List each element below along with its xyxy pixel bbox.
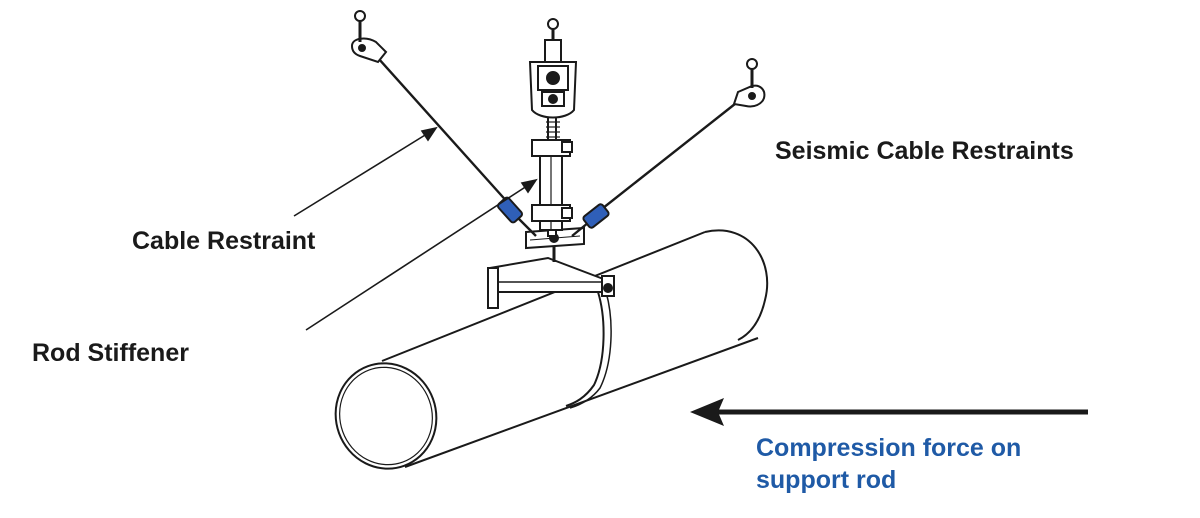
support-rod-assembly [528, 18, 578, 237]
rod-stiffener-label: Rod Stiffener [32, 339, 189, 367]
pipe-clamp [487, 240, 615, 409]
cable-left-wire [377, 57, 511, 206]
pipe-top-edge [381, 231, 706, 362]
compression-label-line2: support rod [756, 466, 897, 494]
clamp-bolt-icon [603, 283, 613, 293]
cable-left-sleeve [497, 196, 523, 224]
clamp-arm [488, 256, 614, 293]
rod-stiffener-leader [305, 183, 531, 331]
cable-right-wire [597, 99, 741, 213]
cable-restraint-right [571, 58, 766, 237]
leader-lines [293, 126, 538, 331]
rod-stiffener-arrowhead-icon [520, 178, 538, 194]
pipe [334, 229, 769, 470]
pipe-near-end [334, 362, 438, 470]
pipe-near-end-inner [339, 366, 433, 466]
seismic-cable-restraints-label: Seismic Cable Restraints [775, 137, 1074, 165]
cable-restraint-leader [293, 131, 431, 217]
cable-connector-bracket [525, 226, 585, 250]
top-anchor-nut [544, 39, 562, 63]
pipe-far-end [704, 229, 769, 341]
compression-label-line1: Compression force on [756, 434, 1022, 462]
clamp-band [565, 291, 605, 407]
pipe-body [382, 232, 765, 467]
pipe-bottom-edge [404, 337, 759, 468]
cable-left-anchor [350, 37, 388, 64]
compression-arrowhead-icon [690, 398, 724, 426]
clamp-band-inner [569, 291, 612, 409]
clamp-ear-left [487, 267, 499, 309]
compression-force-label: Compression force on support rod [756, 432, 1136, 496]
cable-restraint-left [350, 10, 537, 237]
top-anchor-ring-icon [547, 18, 559, 30]
cable-left-anchor-ring-icon [354, 10, 366, 22]
cable-restraint-arrowhead-icon [420, 126, 438, 142]
cable-restraint-label: Cable Restraint [132, 227, 316, 255]
cable-right-sleeve [582, 203, 610, 229]
cable-right-anchor-ring-icon [746, 58, 758, 70]
compression-force-arrow [690, 398, 1088, 426]
